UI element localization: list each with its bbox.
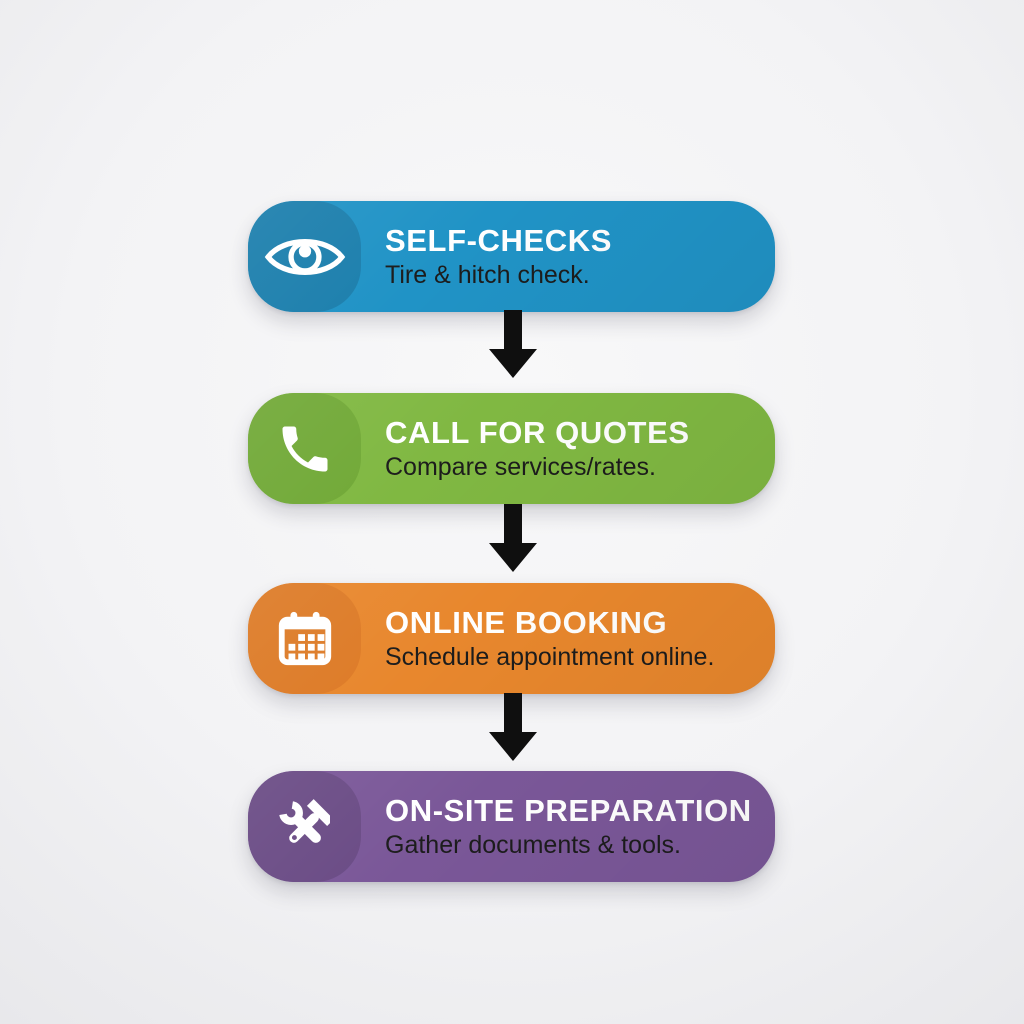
step-self-checks: SELF-CHECKS Tire & hitch check. bbox=[248, 201, 775, 312]
down-arrow bbox=[489, 310, 537, 378]
step-icon-tile bbox=[248, 201, 361, 312]
tools-icon bbox=[271, 793, 339, 861]
phone-icon bbox=[275, 419, 335, 479]
step-subtitle: Gather documents & tools. bbox=[385, 830, 681, 859]
step-icon-tile bbox=[248, 393, 361, 504]
step-subtitle: Schedule appointment online. bbox=[385, 642, 715, 671]
step-title: SELF-CHECKS bbox=[385, 222, 613, 258]
step-title: ON-SITE PREPARATION bbox=[385, 792, 752, 828]
eye-icon bbox=[264, 231, 346, 283]
down-arrow bbox=[489, 693, 537, 761]
step-icon-tile bbox=[248, 771, 361, 882]
step-subtitle: Compare services/rates. bbox=[385, 452, 656, 481]
step-title: CALL FOR QUOTES bbox=[385, 414, 690, 450]
step-online-booking: ONLINE BOOKING Schedule appointment onli… bbox=[248, 583, 775, 694]
step-subtitle: Tire & hitch check. bbox=[385, 260, 590, 289]
down-arrow bbox=[489, 504, 537, 572]
calendar-icon bbox=[274, 608, 336, 670]
step-on-site-preparation: ON-SITE PREPARATION Gather documents & t… bbox=[248, 771, 775, 882]
step-call-for-quotes: CALL FOR QUOTES Compare services/rates. bbox=[248, 393, 775, 504]
step-title: ONLINE BOOKING bbox=[385, 604, 668, 640]
step-icon-tile bbox=[248, 583, 361, 694]
